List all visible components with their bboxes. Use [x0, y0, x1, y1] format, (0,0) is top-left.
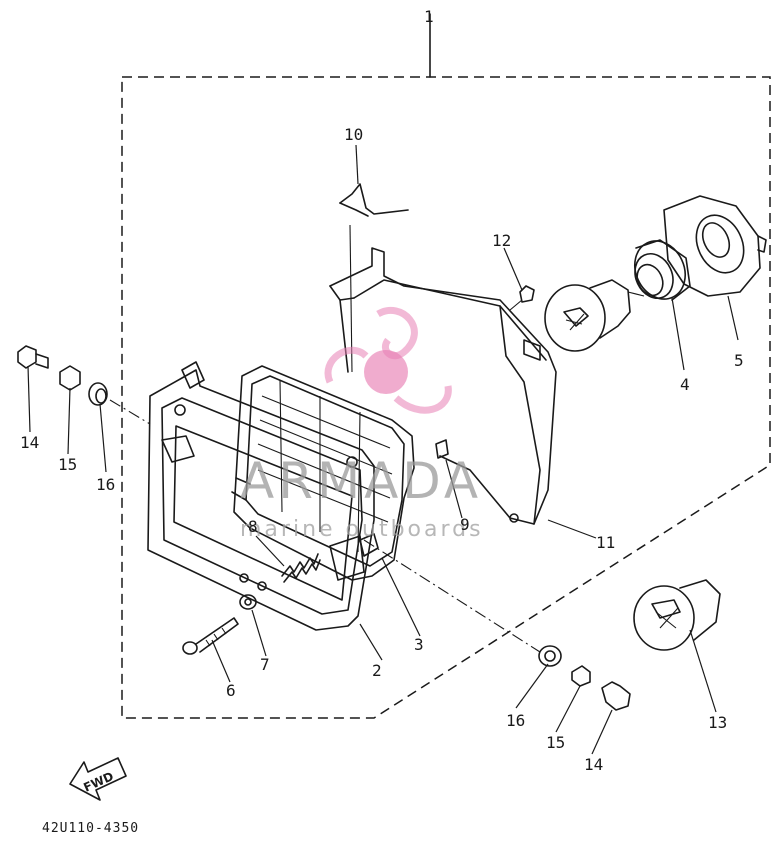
headlight-rim-part	[147, 361, 375, 631]
callout-16-left: 16	[96, 475, 115, 494]
callout-13: 13	[708, 713, 727, 732]
callout-15-right: 15	[546, 733, 565, 752]
leader-lines	[27, 144, 739, 755]
watermark-tagline: marine outboards	[240, 517, 484, 542]
brand-watermark: ARMADA marine outboards	[240, 306, 484, 542]
callout-7: 7	[260, 655, 270, 674]
right-mounting-hardware	[363, 539, 631, 711]
diagram-code: 42U110-4350	[42, 821, 139, 836]
wire-clip-part	[339, 183, 409, 373]
forward-arrow-icon: FWD	[69, 757, 127, 801]
callout-4: 4	[680, 375, 690, 394]
callout-5: 5	[734, 351, 744, 370]
callout-8: 8	[248, 517, 258, 536]
bulb-cover-part	[663, 195, 767, 297]
headlight-bulb-part	[544, 279, 645, 352]
callout-14-left: 14	[20, 433, 39, 452]
nut-part	[239, 594, 257, 610]
callout-15-left: 15	[58, 455, 77, 474]
bulb-socket-part	[634, 239, 691, 301]
callout-2: 2	[372, 661, 382, 680]
callout-3: 3	[414, 635, 424, 654]
auxiliary-bulb-part	[633, 579, 721, 651]
watermark-logo-icon	[324, 306, 452, 414]
headlight-case-part	[329, 247, 557, 525]
adjusting-screw-part	[182, 617, 239, 655]
callout-1: 1	[424, 7, 434, 26]
callout-6: 6	[226, 681, 236, 700]
callout-16-right: 16	[506, 711, 525, 730]
callout-labels: 1 2 3 4 5 6 7 8 9 10 11 12 13 14 15 16 1…	[20, 7, 744, 774]
callout-11: 11	[596, 533, 615, 552]
assembly-boundary	[121, 13, 771, 719]
forward-arrow-label: FWD	[81, 769, 115, 795]
adjusting-spring-part	[281, 553, 321, 583]
holder-pin-part	[509, 285, 535, 311]
callout-12: 12	[492, 231, 511, 250]
callout-14-right: 14	[584, 755, 603, 774]
watermark-brand: ARMADA	[240, 452, 482, 510]
left-mounting-hardware	[17, 345, 151, 425]
callout-10: 10	[344, 125, 363, 144]
callout-9: 9	[460, 515, 470, 534]
headlight-lens-unit-part	[231, 365, 415, 581]
